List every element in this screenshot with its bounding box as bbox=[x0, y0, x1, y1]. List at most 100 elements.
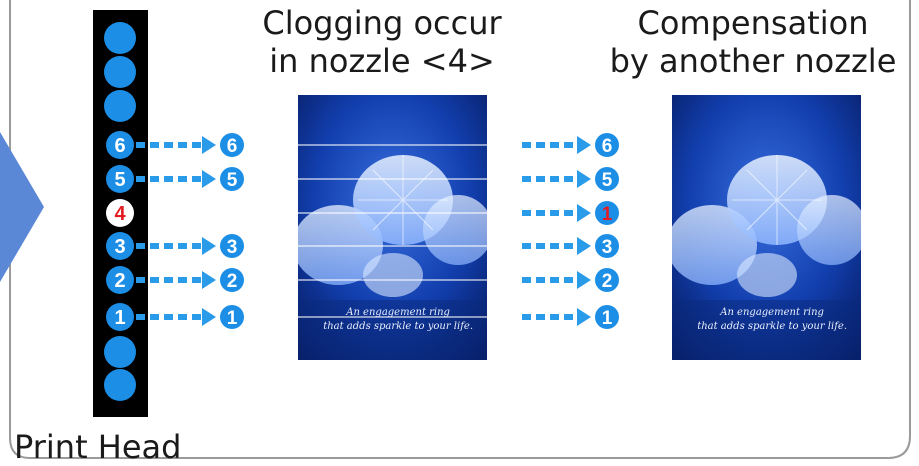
compensation-number-1: 1 bbox=[602, 308, 613, 329]
nozzle-number-5: 5 bbox=[114, 169, 125, 191]
flower-photo-image bbox=[672, 95, 861, 360]
arrow-dash bbox=[550, 243, 559, 249]
output-number-6: 6 bbox=[227, 136, 238, 157]
compensation-number-2: 2 bbox=[602, 271, 613, 292]
arrow-dash bbox=[550, 277, 559, 283]
nozzle-circle bbox=[106, 131, 134, 159]
output-circle bbox=[220, 305, 244, 329]
output-arrow-2 bbox=[136, 271, 216, 289]
arrow-dash bbox=[178, 277, 187, 283]
arrow-head-icon bbox=[577, 136, 591, 154]
nozzle-number-2: 2 bbox=[114, 270, 125, 292]
nozzle-number-1: 1 bbox=[114, 307, 125, 329]
arrow-dash bbox=[178, 243, 187, 249]
arrow-dash bbox=[150, 176, 159, 182]
print-head-label: Print Head bbox=[14, 428, 182, 466]
arrow-dash bbox=[564, 142, 573, 148]
nozzle-circle bbox=[106, 303, 134, 331]
clogged-nozzle-circle bbox=[106, 199, 134, 227]
arrow-dash bbox=[164, 314, 173, 320]
arrow-dash bbox=[550, 176, 559, 182]
arrow-dash bbox=[178, 142, 187, 148]
clogging-title-line1: Clogging occur bbox=[262, 4, 502, 42]
output-number-3: 3 bbox=[227, 237, 238, 258]
arrow-dash bbox=[522, 142, 531, 148]
arrow-dash bbox=[164, 243, 173, 249]
arrow-dash bbox=[192, 243, 201, 249]
output-arrow-3 bbox=[136, 237, 216, 255]
arrow-head-icon bbox=[577, 237, 591, 255]
compensation-circle bbox=[595, 167, 619, 191]
compensation-circle bbox=[595, 305, 619, 329]
photo-caption-line1: An engagement ring bbox=[720, 307, 824, 318]
arrow-dash bbox=[536, 277, 545, 283]
compensating-nozzle-number: 1 bbox=[602, 204, 613, 225]
arrow-dash bbox=[536, 314, 545, 320]
arrow-dash bbox=[136, 176, 145, 182]
side-arrow-icon bbox=[0, 132, 44, 282]
output-number-1: 1 bbox=[227, 308, 238, 329]
arrow-dash bbox=[522, 243, 531, 249]
arrow-dash bbox=[564, 277, 573, 283]
nozzle-circle bbox=[104, 56, 136, 88]
output-arrow-6 bbox=[136, 136, 216, 154]
arrow-dash bbox=[164, 176, 173, 182]
arrow-head-icon bbox=[202, 237, 216, 255]
nozzle-circle bbox=[104, 22, 136, 54]
arrow-dash bbox=[192, 142, 201, 148]
arrow-dash bbox=[136, 243, 145, 249]
arrow-head-icon bbox=[577, 308, 591, 326]
output-number-2: 2 bbox=[227, 271, 238, 292]
output-circle bbox=[220, 234, 244, 258]
arrow-dash bbox=[550, 142, 559, 148]
arrow-head-icon bbox=[202, 136, 216, 154]
compensated-print-sample: An engagement ring that adds sparkle to … bbox=[672, 95, 861, 360]
photo-caption: An engagement ring that adds sparkle to … bbox=[323, 306, 473, 334]
compensating-nozzle-circle bbox=[595, 201, 619, 225]
compensation-title: Compensation by another nozzle bbox=[588, 4, 918, 80]
output-number-5: 5 bbox=[227, 170, 238, 191]
nozzle-circle bbox=[104, 369, 136, 401]
arrow-dash bbox=[550, 210, 559, 216]
output-arrow-5 bbox=[136, 170, 216, 188]
arrow-dash bbox=[192, 314, 201, 320]
compensation-number-5: 5 bbox=[602, 170, 613, 191]
compensation-title-line1: Compensation bbox=[637, 4, 869, 42]
arrow-dash bbox=[136, 277, 145, 283]
arrow-dash bbox=[136, 142, 145, 148]
compensation-arrow-4 bbox=[522, 237, 591, 255]
compensation-number-3: 3 bbox=[602, 237, 613, 258]
output-circle bbox=[220, 268, 244, 292]
arrow-dash bbox=[150, 142, 159, 148]
clogging-title-line2: in nozzle <4> bbox=[269, 42, 495, 80]
clogged-print-sample: An engagement ring that adds sparkle to … bbox=[298, 95, 487, 360]
arrow-head-icon bbox=[577, 204, 591, 222]
arrow-dash bbox=[164, 142, 173, 148]
arrow-dash bbox=[536, 243, 545, 249]
arrow-dash bbox=[192, 176, 201, 182]
compensation-arrow-3 bbox=[522, 204, 591, 222]
arrow-dash bbox=[536, 210, 545, 216]
arrow-dash bbox=[178, 176, 187, 182]
compensation-arrow-5 bbox=[522, 271, 591, 289]
arrow-dash bbox=[522, 210, 531, 216]
nozzle-number-6: 6 bbox=[114, 135, 125, 157]
output-arrow-1 bbox=[136, 308, 216, 326]
compensation-circle bbox=[595, 268, 619, 292]
photo-caption-line1: An engagement ring bbox=[346, 307, 450, 318]
arrow-dash bbox=[136, 314, 145, 320]
photo-caption-line2: that adds sparkle to your life. bbox=[323, 321, 473, 332]
output-circle bbox=[220, 167, 244, 191]
output-circle bbox=[220, 133, 244, 157]
arrow-dash bbox=[178, 314, 187, 320]
nozzle-number-3: 3 bbox=[114, 236, 125, 258]
photo-caption-line2: that adds sparkle to your life. bbox=[697, 321, 847, 332]
arrow-dash bbox=[564, 176, 573, 182]
arrow-head-icon bbox=[202, 308, 216, 326]
arrow-head-icon bbox=[202, 170, 216, 188]
compensation-arrow-1 bbox=[522, 136, 591, 154]
arrow-dash bbox=[564, 314, 573, 320]
arrow-dash bbox=[564, 243, 573, 249]
